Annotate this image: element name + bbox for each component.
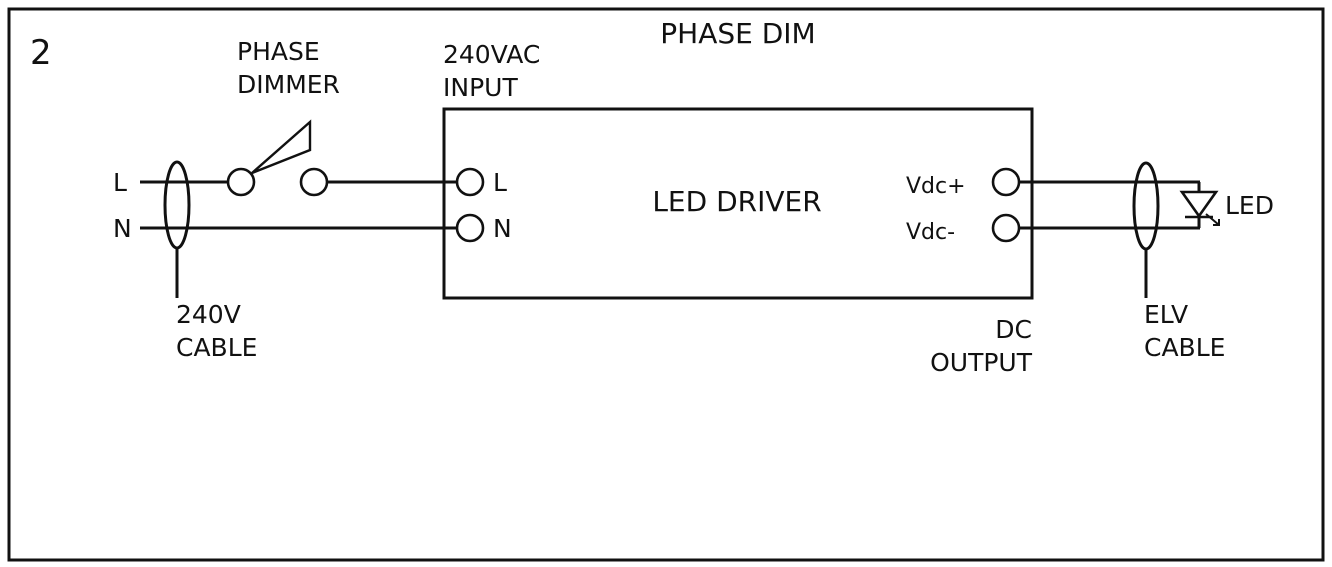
dimmer-contact-left [226, 167, 256, 197]
dimmer-contact-right [299, 167, 329, 197]
led-label: LED [1225, 191, 1274, 220]
mains-live-label: L [113, 168, 127, 197]
dimmer-label-line2: DIMMER [237, 70, 340, 99]
elv-cable-label-line2: CABLE [1144, 333, 1225, 362]
led-symbol-icon [1179, 190, 1220, 226]
mains-cable-label-line2: CABLE [176, 333, 257, 362]
output-negative-terminal [991, 213, 1021, 243]
mains-cable-label-line1: 240V [176, 300, 241, 329]
dc-output-label-line2: OUTPUT [930, 348, 1033, 377]
output-positive-label: Vdc+ [906, 174, 966, 199]
output-positive-terminal [991, 167, 1021, 197]
driver-live-terminal [455, 167, 485, 197]
driver-neutral-label: N [493, 214, 512, 243]
led-driver-box [442, 107, 1034, 300]
diagram-frame [7, 7, 1325, 562]
input-label-line2: INPUT [443, 73, 518, 102]
led-driver-label: LED DRIVER [652, 185, 821, 218]
panel-number: 2 [30, 33, 52, 73]
dimmer-switch-arm [251, 119, 312, 175]
dimmer-label-line1: PHASE [237, 37, 320, 66]
elv-cable-label-line1: ELV [1144, 300, 1188, 329]
diagram-title: PHASE DIM [660, 17, 815, 50]
output-negative-label: Vdc- [906, 220, 955, 245]
driver-live-label: L [493, 168, 507, 197]
elv-cable-sleeve [1132, 161, 1160, 251]
input-label-line1: 240VAC [443, 40, 540, 69]
mains-neutral-label: N [113, 214, 132, 243]
driver-neutral-terminal [455, 213, 485, 243]
dc-output-label-line1: DC [995, 315, 1032, 344]
mains-cable-sleeve [163, 160, 191, 250]
